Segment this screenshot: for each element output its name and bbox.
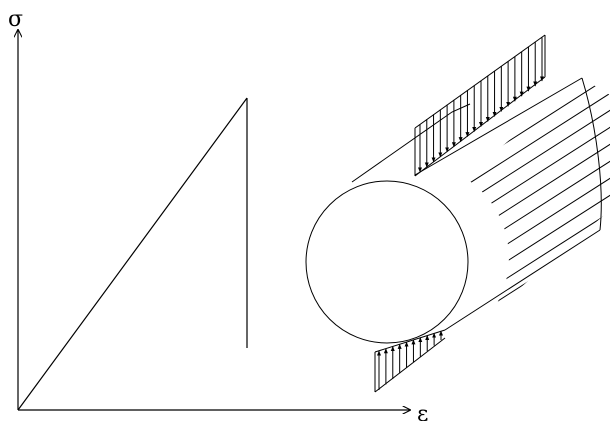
cylinder-far-end-cap bbox=[581, 77, 602, 231]
cylinder-upper-tangent bbox=[414, 77, 583, 176]
cylinder-upper-outline bbox=[351, 103, 471, 183]
stress-strain-plot bbox=[18, 30, 410, 410]
upper-stress-distribution bbox=[414, 34, 546, 177]
cylinder-lower-outline bbox=[444, 229, 601, 331]
hatch-line bbox=[460, 137, 610, 254]
sigma-label: σ bbox=[8, 7, 23, 32]
lower-stress-distribution bbox=[374, 329, 446, 393]
hatch-line bbox=[460, 103, 610, 220]
epsilon-label: ε bbox=[417, 402, 428, 421]
hatch-line bbox=[460, 120, 610, 237]
hatch-line bbox=[460, 273, 610, 340]
hatch-line bbox=[460, 86, 610, 203]
cylinder-cross-section bbox=[305, 180, 469, 344]
hatch-line bbox=[460, 78, 610, 186]
elastic-loading-line bbox=[17, 97, 248, 411]
cylinder-drawing bbox=[305, 34, 610, 393]
hatch-line bbox=[460, 290, 610, 340]
